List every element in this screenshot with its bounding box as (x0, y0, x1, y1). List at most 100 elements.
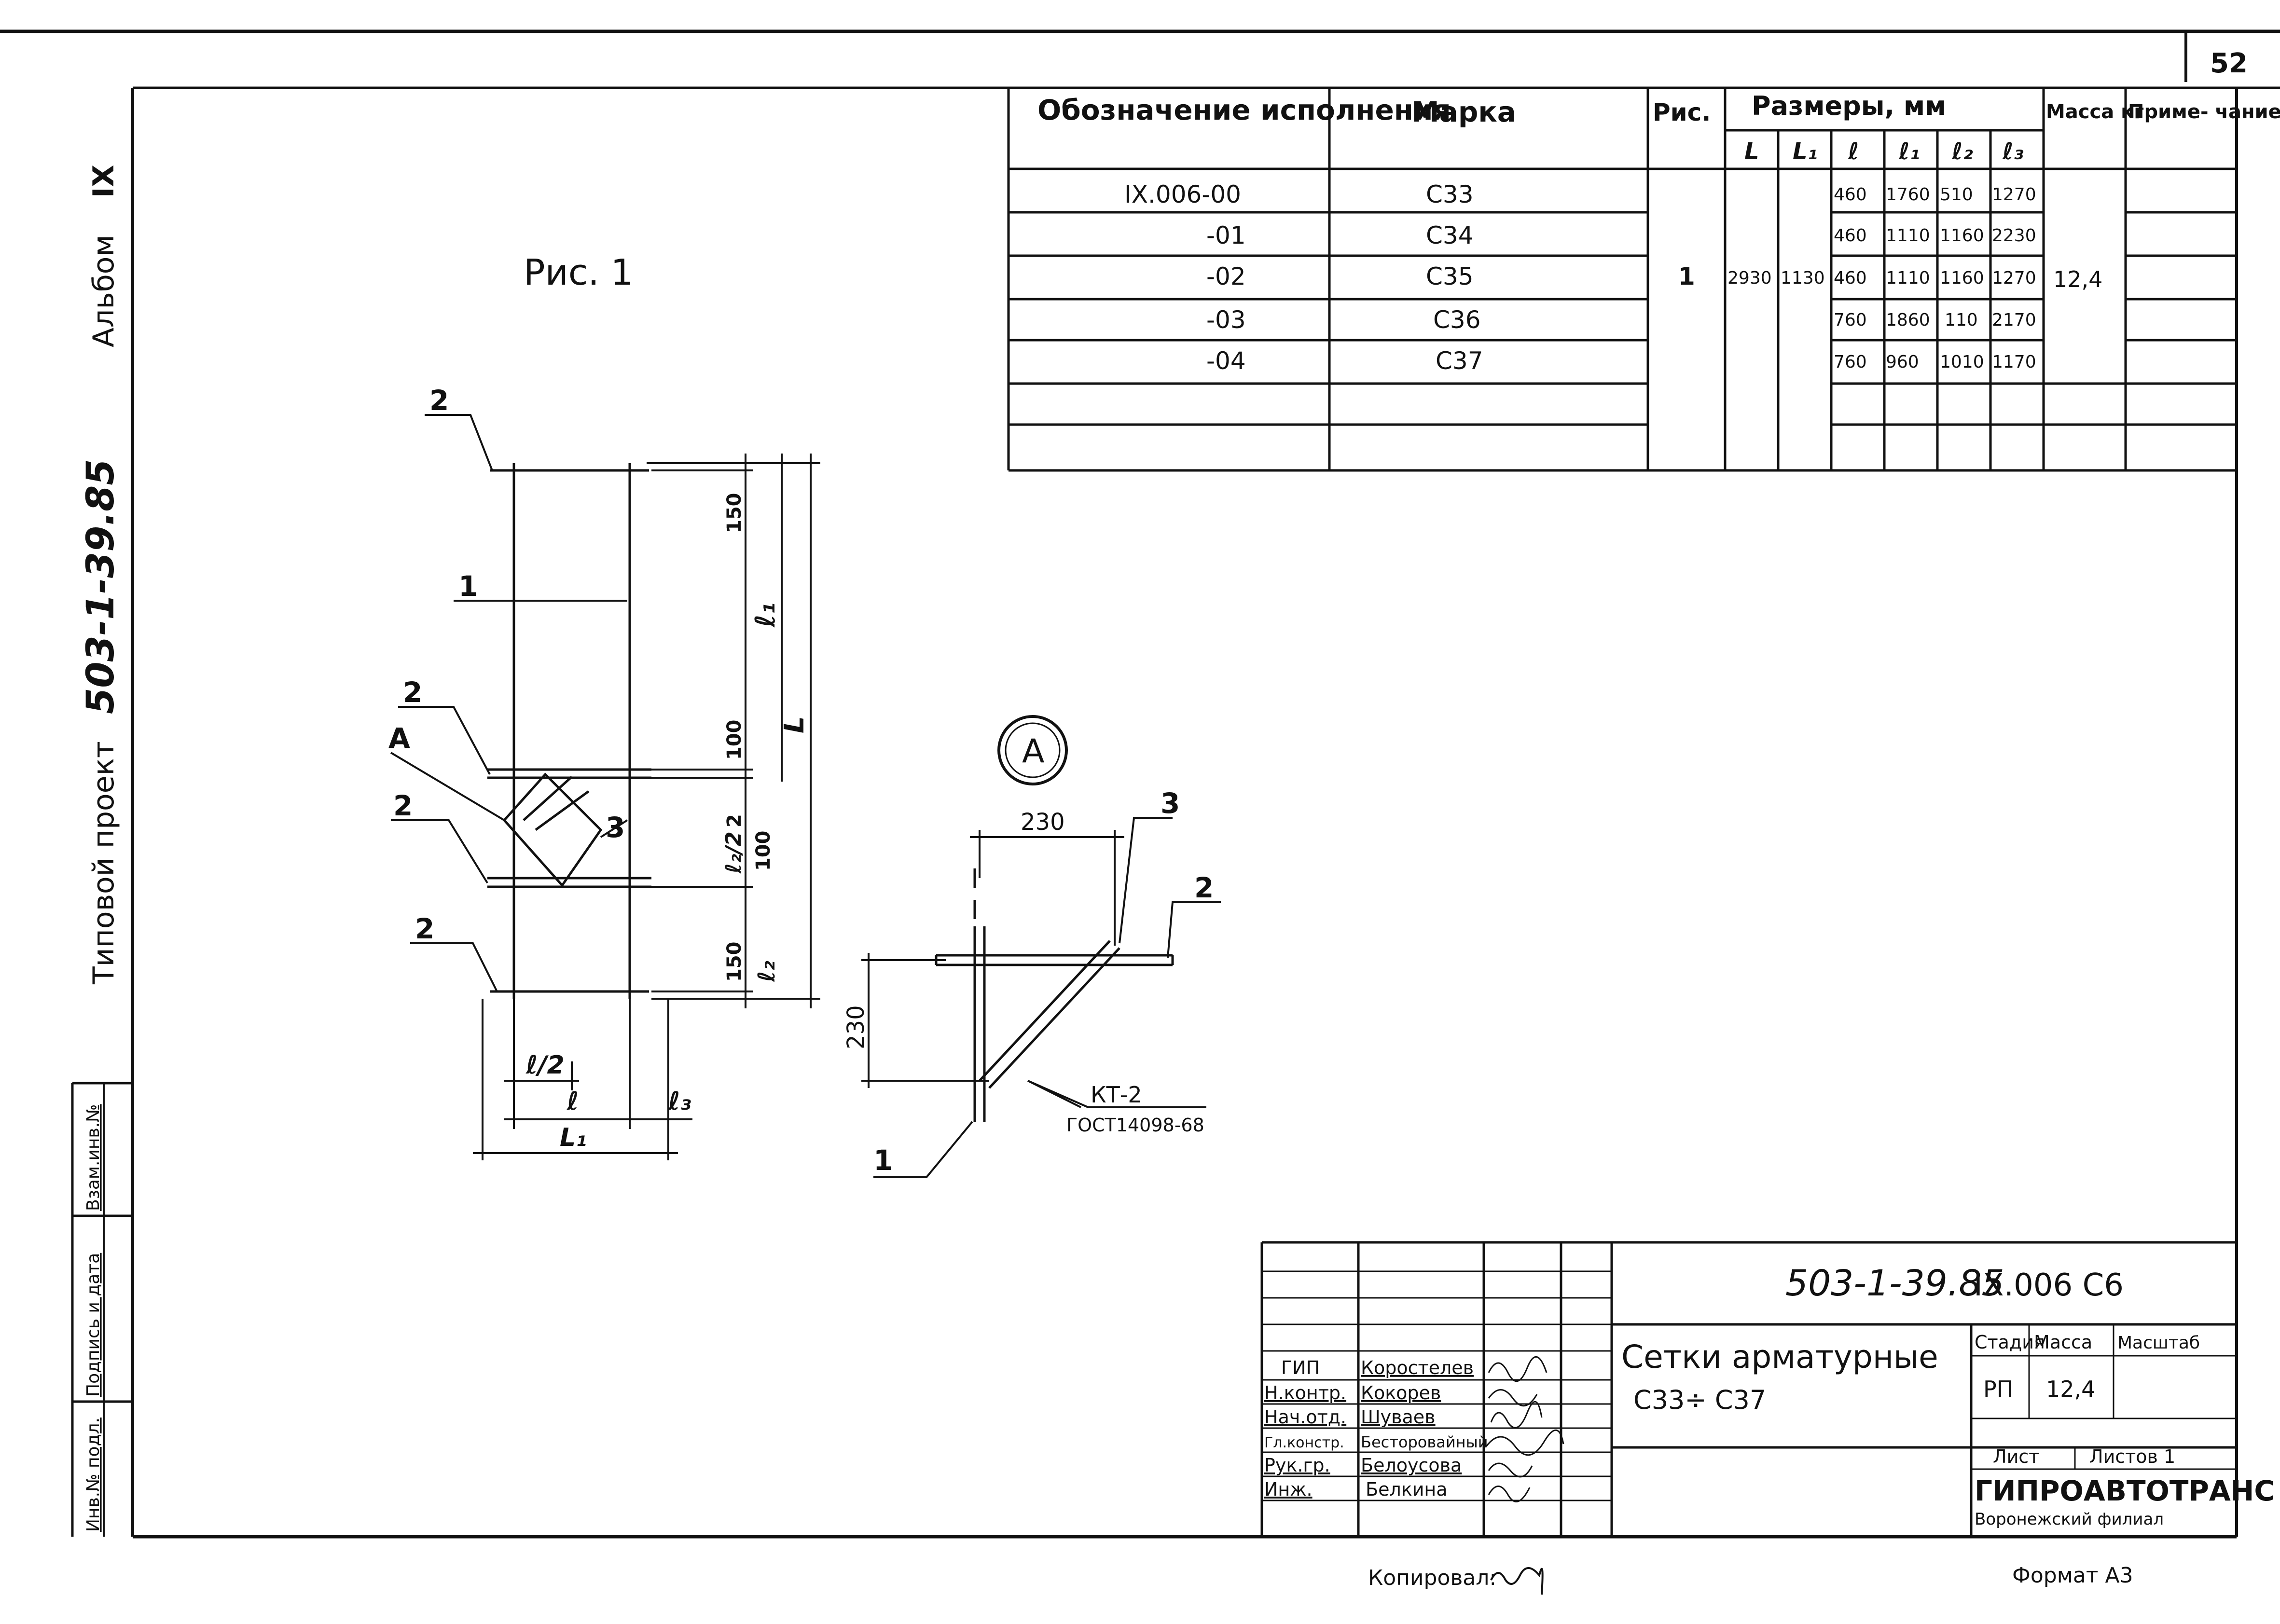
drawing-frame (0, 29, 2280, 1539)
org-branch: Воронежский филиал (1975, 1510, 2164, 1529)
signature-rows: ГИП Коростелев Н.контр. Кокорев Нач.отд.… (1264, 1357, 1488, 1500)
title-doc-suffix: IX.006 С6 (1974, 1267, 2124, 1303)
side-project-label: Типовой проект (87, 741, 121, 985)
dim-150-bot: 150 (723, 942, 746, 982)
row-l: 760 (1834, 352, 1867, 372)
position-labels: 2 1 2 А 2 2 3 (388, 384, 625, 945)
size-col-l3: ℓ₃ (2002, 138, 2024, 165)
copier-signature (1490, 1567, 1544, 1595)
pos-label: 3 (606, 811, 625, 844)
row-l: 760 (1834, 310, 1867, 330)
sig-name: Шуваев (1361, 1406, 1436, 1428)
dim-100-b: 100 (752, 831, 774, 871)
figure-title: Рис. 1 (524, 252, 634, 293)
horizontal-dimension-labels: ℓ/2 ℓ ℓ₃ L₁ (525, 1051, 691, 1152)
title-block-grid (1260, 1241, 2237, 1537)
spec-table: Обозначение исполнения Марка Рис. Размер… (1007, 88, 2280, 472)
size-column-headers: L L₁ ℓ ℓ₁ ℓ₂ ℓ₃ (1744, 138, 2024, 165)
row-designation: -02 (1206, 262, 1246, 290)
header-fig: Рис. (1653, 98, 1711, 126)
row-l2: 110 (1945, 310, 1978, 330)
table-row: -03 С36 760 1860 110 2170 (1206, 306, 2036, 334)
signature-row: Нач.отд. Шуваев (1264, 1406, 1436, 1428)
merged-L1: 1130 (1781, 268, 1825, 288)
label-mass: Масса (2034, 1332, 2092, 1353)
row-designation: -01 (1206, 221, 1246, 249)
header-sizes: Размеры, мм (1752, 91, 1946, 121)
detail-weld-label: КТ-2 (1091, 1082, 1142, 1108)
sig-role: Н.контр. (1264, 1382, 1346, 1404)
table-row: IX.006-00 С33 460 1760 510 1270 (1124, 180, 2036, 208)
row-l3: 1270 (1992, 268, 2036, 288)
figure-1: Рис. 1 (388, 252, 820, 1160)
detail-dimensions (861, 817, 1221, 1178)
label-inv-no: Инв.№ подл. (83, 1418, 103, 1532)
row-l3: 2170 (1992, 310, 2036, 330)
sig-role: Инж. (1264, 1479, 1313, 1500)
merged-mass: 12,4 (2053, 266, 2102, 292)
pos-label: 2 (415, 912, 434, 945)
detail-pos-2: 2 (1194, 871, 1214, 904)
pos-label: А (388, 722, 410, 755)
row-l2: 1160 (1940, 226, 1984, 246)
row-mark: С36 (1433, 306, 1481, 334)
horizontal-dimensions (473, 999, 692, 1160)
row-l2: 1160 (1940, 268, 1984, 288)
row-designation: -03 (1206, 306, 1246, 334)
row-l1: 1110 (1886, 226, 1930, 246)
title-block: 503-1-39.85 IX.006 С6 Сетки арматурные С… (1260, 1241, 2275, 1537)
header-designation: Обозначение исполнения (1037, 94, 1451, 126)
row-l: 460 (1834, 185, 1867, 205)
header-note: Приме- чание (2128, 101, 2280, 123)
dim-l2: ℓ₂ (753, 961, 780, 982)
row-l1: 1760 (1886, 185, 1930, 205)
row-designation: IX.006-00 (1124, 180, 1241, 208)
side-album-number: IX (87, 165, 121, 198)
dim-l: ℓ (567, 1087, 579, 1116)
title-doc-code: 503-1-39.85 (1785, 1263, 2004, 1304)
dim-L: L (779, 716, 810, 733)
sig-role: Рук.гр. (1264, 1455, 1330, 1476)
pos-label: 2 (393, 789, 413, 822)
position-leaders (390, 414, 628, 992)
detail-pos-1: 1 (873, 1144, 893, 1177)
pos-label: 2 (429, 384, 449, 417)
label-sign-date: Подпись и дата (83, 1253, 103, 1397)
detail-dim-horizontal: 230 (1021, 809, 1065, 836)
detail-callout: А (1022, 732, 1045, 771)
row-l1: 1860 (1886, 310, 1930, 330)
detail-a: А 230 (843, 715, 1221, 1178)
vertical-dimension-labels: 150 100 2 100 150 ℓ₁ L ℓ₂/2 ℓ₂ (721, 493, 810, 983)
value-mass: 12,4 (2046, 1376, 2095, 1402)
header-mass: Масса кг (2046, 101, 2144, 123)
row-l1: 960 (1886, 352, 1919, 372)
signature-row: ГИП Коростелев (1281, 1357, 1474, 1378)
row-l: 460 (1834, 268, 1867, 288)
dim-l1: ℓ₁ (750, 603, 781, 628)
side-stamp: Типовой проект 503-1-39.85 Альбом IX (79, 165, 123, 985)
sig-role: Гл.констр. (1264, 1434, 1344, 1451)
size-col-L1: L₁ (1793, 138, 1818, 165)
header-mark: Марка (1411, 96, 1516, 128)
header-designation-line: Обозначение исполнения (1037, 94, 1451, 126)
detail-dim-vertical: 230 (843, 1005, 870, 1049)
dim-100-a: 100 (723, 720, 746, 760)
label-sheet: Лист (1993, 1446, 2039, 1467)
size-col-L: L (1744, 138, 1759, 165)
detail-pos-3: 3 (1161, 787, 1180, 820)
row-l3: 1270 (1992, 185, 2036, 205)
label-replace-inv: Взам.инв.№ (83, 1104, 103, 1211)
page-number: 52 (2210, 48, 2248, 79)
dim-l3: ℓ₃ (668, 1087, 691, 1116)
table-row: -02 С35 460 1110 1160 1270 (1206, 262, 2036, 290)
detail-bars (935, 868, 1174, 1122)
pos-label: 1 (458, 570, 478, 603)
row-l3: 2230 (1992, 226, 2036, 246)
footer-format: Формат А3 (2012, 1563, 2133, 1588)
dim-2: 2 (723, 814, 746, 827)
signature-row: Инж. Белкина (1264, 1479, 1448, 1500)
side-project-code: 503-1-39.85 (79, 459, 123, 714)
detail-callout-inner (1005, 722, 1061, 778)
signature-row: Н.контр. Кокорев (1264, 1382, 1441, 1404)
